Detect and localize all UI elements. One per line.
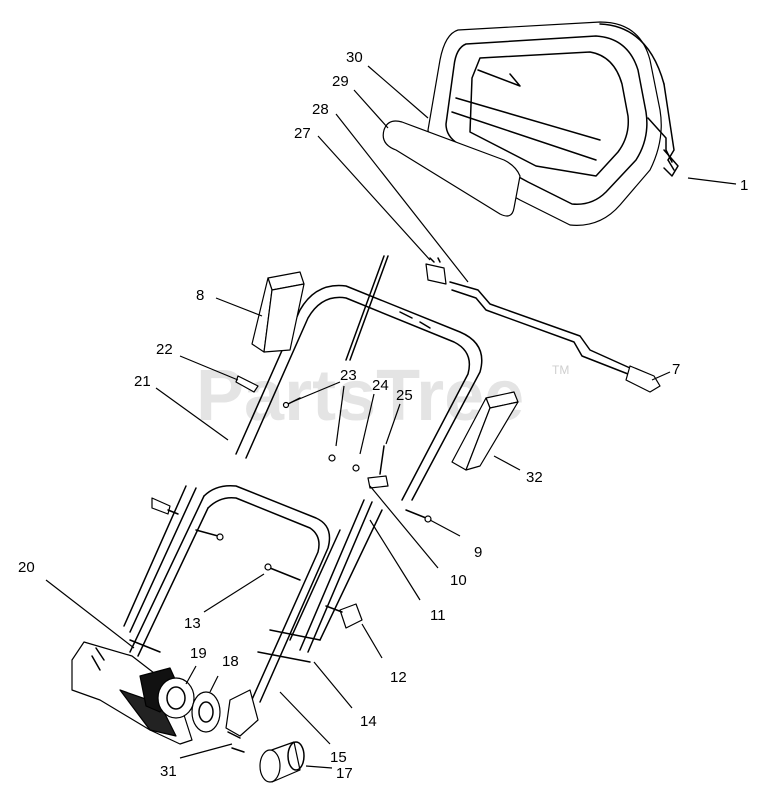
control-cable xyxy=(449,281,661,393)
callout-25: 25 xyxy=(396,387,413,404)
bolt-20 xyxy=(129,639,161,653)
leader-lines xyxy=(45,65,737,769)
cable-tie xyxy=(345,255,447,361)
callout-7: 7 xyxy=(672,361,680,378)
bolts-31 xyxy=(227,731,245,753)
callout-29: 29 xyxy=(332,73,349,90)
bolt-13 xyxy=(264,563,301,581)
callout-18: 18 xyxy=(222,653,239,670)
callout-30: 30 xyxy=(346,49,363,66)
callout-12: 12 xyxy=(390,669,407,686)
knob-12 xyxy=(325,603,363,629)
center-rods xyxy=(257,499,383,663)
callout-28: 28 xyxy=(312,101,329,118)
callout-15: 15 xyxy=(330,749,347,766)
wheel-17 xyxy=(259,741,305,783)
deflector-plate xyxy=(382,120,521,217)
lower-handle xyxy=(123,484,331,705)
bolt-left xyxy=(195,529,224,541)
callout-17: 17 xyxy=(336,765,353,782)
callout-8: 8 xyxy=(196,287,204,304)
callout-labels: 1 7 8 9 10 11 12 13 14 15 17 18 19 20 21… xyxy=(18,49,748,782)
callout-22: 22 xyxy=(156,341,173,358)
wheel-18 xyxy=(191,691,221,733)
callout-1: 1 xyxy=(740,177,748,194)
callout-14: 14 xyxy=(360,713,377,730)
hardware-9-bolt xyxy=(405,509,432,523)
watermark-tm: TM xyxy=(552,363,569,377)
callout-31: 31 xyxy=(160,763,177,780)
callout-10: 10 xyxy=(450,572,467,589)
callout-11: 11 xyxy=(430,607,446,624)
bag-hook-rod xyxy=(647,117,679,177)
grip-right xyxy=(451,391,519,471)
wheel-left xyxy=(157,677,195,719)
callout-32: 32 xyxy=(526,469,543,486)
callout-27: 27 xyxy=(294,125,311,142)
callout-20: 20 xyxy=(18,559,35,576)
upper-handle xyxy=(235,284,483,501)
callout-23: 23 xyxy=(340,367,357,384)
callout-9: 9 xyxy=(474,544,482,561)
callout-19: 19 xyxy=(190,645,207,662)
lower-bracket xyxy=(225,689,259,737)
grass-catcher-frame xyxy=(427,21,675,226)
callout-24: 24 xyxy=(372,377,389,394)
grip-left xyxy=(251,271,305,353)
callout-21: 21 xyxy=(134,373,151,390)
hardware-23-25 xyxy=(328,445,389,489)
callout-13: 13 xyxy=(184,615,201,632)
knob-left xyxy=(151,497,179,515)
